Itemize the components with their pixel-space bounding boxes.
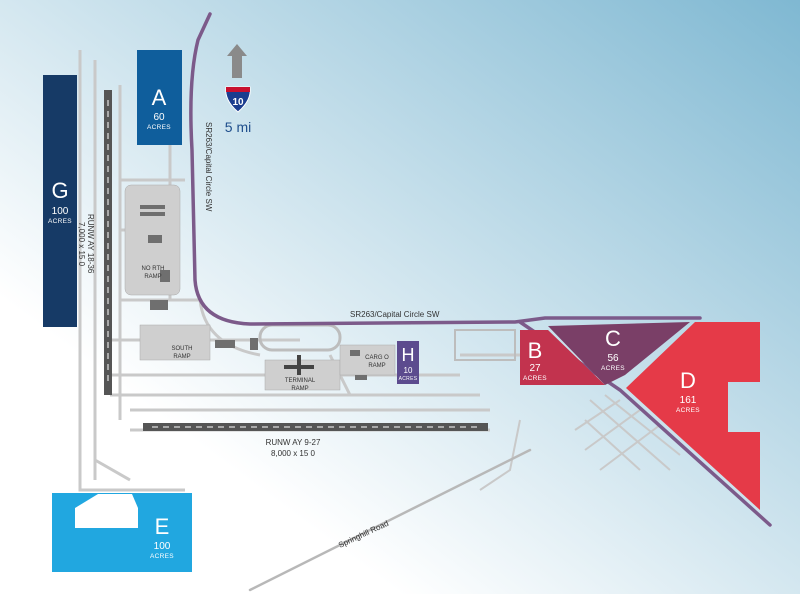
parcel-acres: 10 — [404, 366, 413, 375]
parcel-b[interactable] — [520, 330, 605, 385]
parcel-a[interactable] — [137, 50, 182, 145]
parcel-h[interactable] — [397, 341, 419, 384]
parcel-a-label: A 60 ACRES — [147, 85, 171, 131]
svg-text:RAMP: RAMP — [144, 274, 161, 280]
parcel-b-label: B 27 ACRES — [523, 338, 547, 382]
runway-9-27 — [143, 423, 488, 431]
parcel-d-label: D 161 ACRES — [676, 368, 700, 414]
runway-18-36 — [104, 90, 112, 395]
terminal-building — [284, 355, 314, 375]
parcel-unit: ACRES — [399, 376, 418, 382]
parcel-g-label: G 100 ACRES — [48, 178, 72, 225]
parcel-e-label: E 100 ACRES — [150, 514, 174, 560]
parcel-c-label: C 56 ACRES — [601, 326, 625, 372]
springhill-road-line — [248, 448, 532, 592]
parcel-g[interactable] — [43, 75, 77, 327]
parcel-acres: 100 — [154, 541, 171, 552]
parcel-letter: B — [528, 338, 543, 363]
capital-circle-vertical-label: SR263/Capital Circle SW — [204, 122, 213, 212]
parcel-unit: ACRES — [676, 407, 700, 414]
capital-circle-horizontal-label: SR263/Capital Circle SW — [350, 310, 440, 319]
parcel-letter: C — [605, 326, 621, 351]
runway-18-36-label: RUNW AY 18-36 — [86, 214, 95, 274]
svg-text:CARG O: CARG O — [365, 355, 389, 361]
parcel-unit: ACRES — [48, 218, 72, 225]
airfield-pavement — [124, 184, 516, 391]
runway-18-36-size: 7,000 x 15 0 — [77, 222, 86, 267]
parcel-e-cutout — [75, 494, 138, 528]
buildings — [140, 205, 367, 380]
svg-text:RAMP: RAMP — [291, 386, 308, 392]
parcel-unit: ACRES — [523, 375, 547, 382]
runway-9-27-label: RUNW AY 9-27 — [266, 438, 321, 447]
parcel-c[interactable] — [548, 322, 690, 385]
parcel-acres: 27 — [529, 363, 541, 374]
perimeter-west — [78, 50, 185, 492]
parcel-acres: 56 — [607, 353, 619, 364]
parcel-letter: E — [155, 514, 170, 539]
runway-9-27-size: 8,000 x 15 0 — [271, 449, 316, 458]
parcel-letter: A — [152, 85, 167, 110]
interstate-number: 10 — [232, 97, 244, 108]
neighborhood-streets — [479, 394, 681, 491]
parcel-unit: ACRES — [601, 365, 625, 372]
parcel-acres: 161 — [680, 395, 697, 406]
svg-text:RAMP: RAMP — [173, 354, 190, 360]
parcel-unit: ACRES — [147, 124, 171, 131]
svg-text:RAMP: RAMP — [368, 363, 385, 369]
distance-label: 5 mi — [225, 119, 251, 135]
parcel-letter: D — [680, 368, 696, 393]
south-ramp-label: SOUTH RAMP — [172, 346, 193, 360]
up-arrow-icon — [227, 44, 247, 78]
parcel-acres: 60 — [153, 112, 165, 123]
svg-text:NO RTH: NO RTH — [142, 266, 165, 272]
north-ramp-label: NO RTH RAMP — [142, 266, 165, 280]
interstate-shield-icon: 10 — [225, 86, 251, 113]
parcel-d[interactable] — [626, 322, 760, 510]
parcel-unit: ACRES — [150, 553, 174, 560]
svg-text:TERMINAL: TERMINAL — [285, 378, 316, 384]
parcel-letter: H — [402, 345, 415, 365]
svg-text:SOUTH: SOUTH — [172, 346, 193, 352]
capital-circle-road — [189, 12, 702, 326]
parcel-h-label: H 10 ACRES — [399, 345, 418, 382]
terminal-ramp-label: TERMINAL RAMP — [285, 378, 316, 392]
cargo-ramp-label: CARG O RAMP — [365, 355, 389, 369]
parcel-acres: 100 — [52, 206, 69, 217]
parcel-letter: G — [51, 178, 68, 203]
